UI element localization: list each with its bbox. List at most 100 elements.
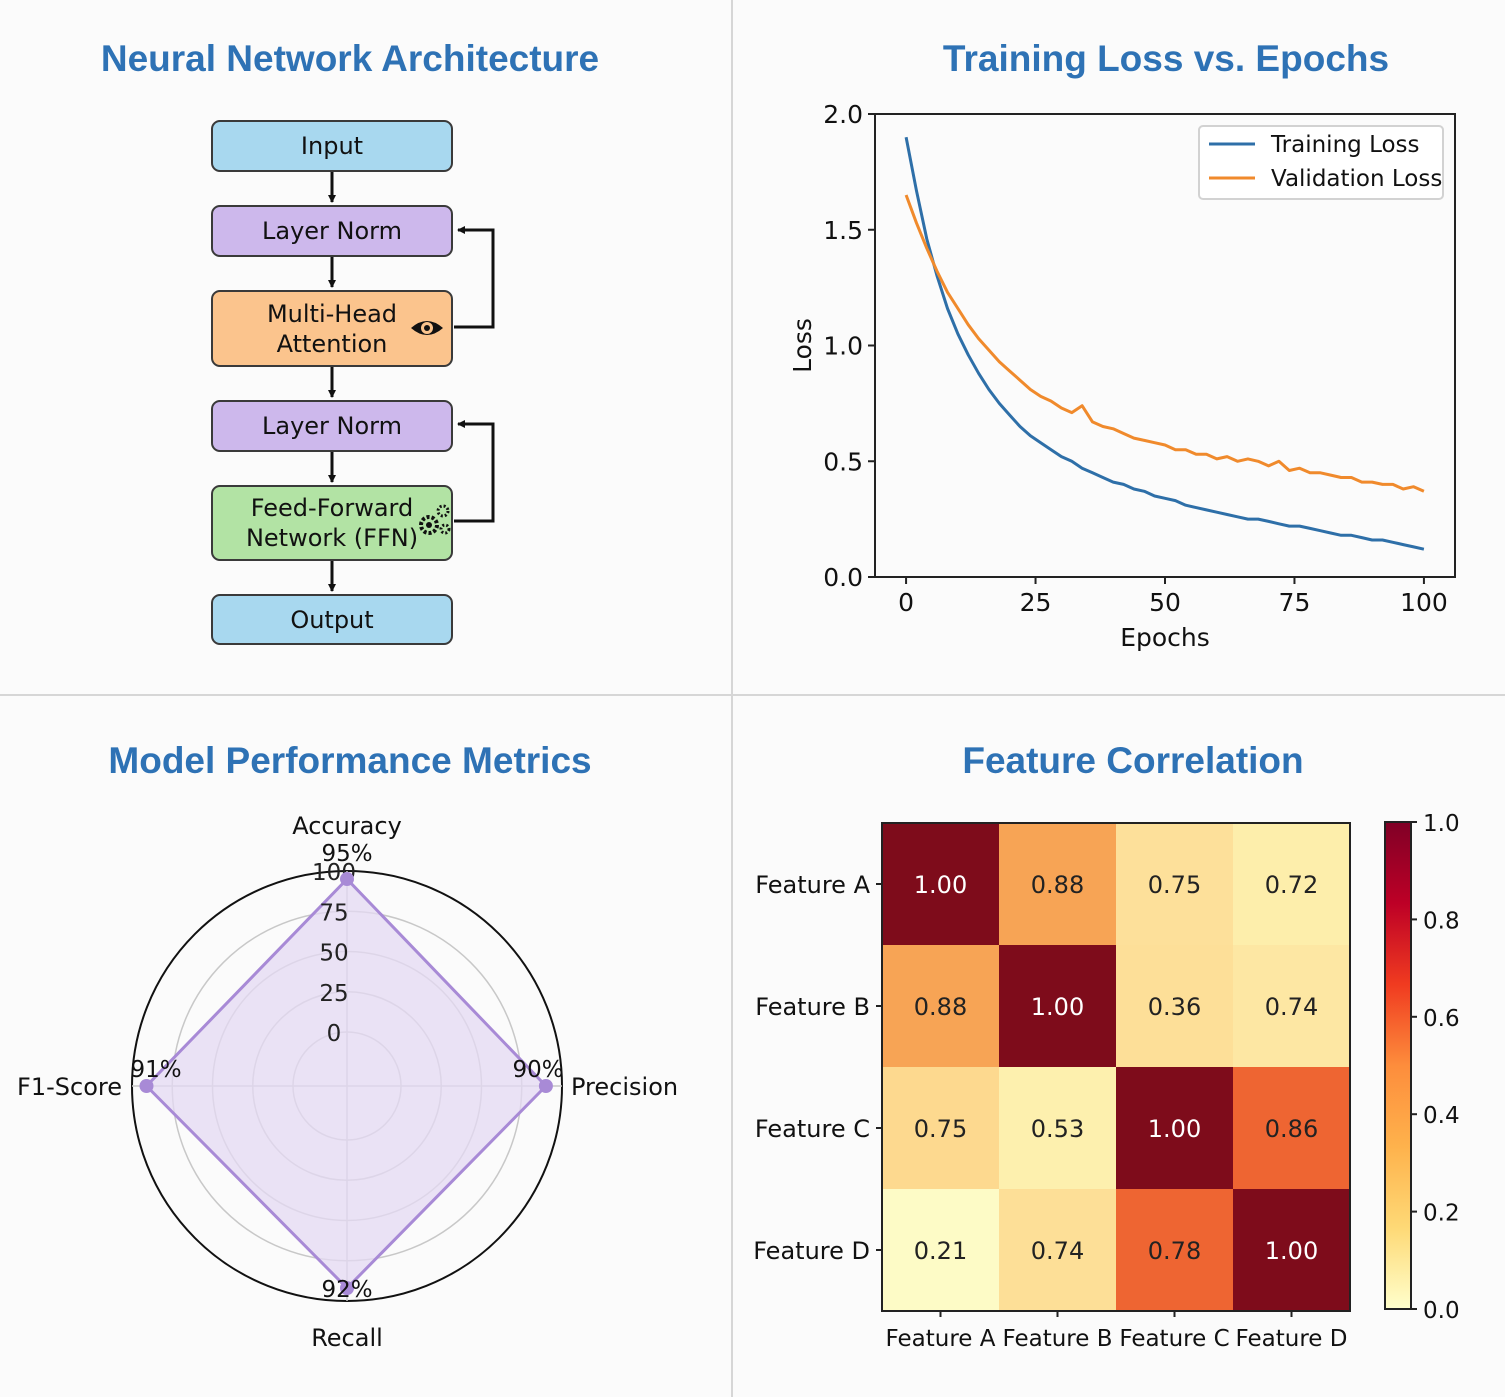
heatmap-cell-feature-c-feature-b: [999, 1067, 1116, 1189]
x-tick-label-4: 100: [1400, 588, 1448, 617]
architecture-connectors: [328, 172, 495, 592]
y-tick-label-1: 0.5: [823, 447, 863, 476]
correlation-chart-title: Feature Correlation: [962, 740, 1304, 781]
x-tick-label-1: 25: [1020, 588, 1052, 617]
heatmap-value-feature-c-feature-b: 0.53: [1031, 1115, 1084, 1143]
layer-norm-block-2: Layer Norm: [211, 400, 453, 452]
radar-point-accuracy: [340, 872, 354, 887]
heatmap-cell-feature-c-feature-a: [882, 1067, 999, 1189]
heatmap-value-feature-d-feature-c: 0.78: [1148, 1237, 1201, 1265]
heatmap-value-feature-d-feature-b: 0.74: [1031, 1237, 1084, 1265]
layer-norm-block-1: Layer Norm: [211, 205, 453, 257]
colorbar-tick-label-2: 0.4: [1423, 1103, 1460, 1129]
legend-label-training-loss: Training Loss: [1270, 132, 1420, 158]
residual-connection-2: [454, 420, 495, 523]
radar-tick-label-50: 50: [319, 941, 348, 967]
metrics-radar-chart: 0255075100Accuracy95%Precision90%Recall9…: [17, 812, 678, 1352]
heatmap-value-feature-c-feature-c: 1.00: [1148, 1115, 1201, 1143]
x-tick-label-2: 50: [1149, 588, 1181, 617]
heatmap-cell-feature-b-feature-b: [999, 945, 1116, 1067]
heatmap-value-feature-a-feature-c: 0.75: [1148, 871, 1201, 899]
radar-axis-label-f1-score: F1-Score: [17, 1073, 122, 1101]
heatmap-cell-feature-d-feature-c: [1116, 1189, 1233, 1311]
radar-axis-label-precision: Precision: [571, 1073, 678, 1101]
colorbar-tick-label-1: 0.2: [1423, 1201, 1460, 1227]
radar-value-label-precision: 90%: [512, 1057, 563, 1083]
heatmap-value-feature-b-feature-b: 1.00: [1031, 993, 1084, 1021]
column-label-feature-c: Feature C: [1119, 1326, 1229, 1352]
attention-block: Multi-Head Attention: [211, 290, 453, 367]
heatmap-cell-feature-a-feature-c: [1116, 823, 1233, 945]
row-label-feature-c: Feature C: [755, 1115, 870, 1143]
row-label-feature-a: Feature A: [755, 871, 870, 899]
gears-icon: [419, 504, 451, 535]
radar-axis-label-accuracy: Accuracy: [292, 812, 402, 840]
heatmap-cell-feature-b-feature-a: [882, 945, 999, 1067]
row-label-feature-b: Feature B: [755, 993, 870, 1021]
vertical-divider: [731, 0, 733, 1397]
horizontal-divider: [0, 694, 1505, 696]
heatmap-cell-feature-c-feature-d: [1233, 1067, 1350, 1189]
output-block: Output: [211, 594, 453, 645]
radar-axis-label-recall: Recall: [311, 1324, 383, 1352]
radar-tick-label-0: 0: [327, 1021, 342, 1047]
heatmap-frame: [881, 822, 1351, 1312]
heatmap-cell-feature-d-feature-a: [882, 1189, 999, 1311]
radar-tick-label-25: 25: [319, 981, 348, 1007]
residual-connection-1: [454, 226, 495, 329]
heatmap-cell-feature-b-feature-c: [1116, 945, 1233, 1067]
radar-tick-label-75: 75: [319, 900, 348, 926]
layer-norm-label-2: Layer Norm: [261, 412, 402, 440]
column-label-feature-b: Feature B: [1002, 1326, 1112, 1352]
radar-value-label-accuracy: 95%: [321, 841, 372, 867]
heatmap-cell-feature-b-feature-d: [1233, 945, 1350, 1067]
colorbar-tick-label-3: 0.6: [1423, 1006, 1460, 1032]
architecture-title: Neural Network Architecture: [100, 38, 600, 79]
legend-box: [1198, 125, 1444, 200]
input-block-label: Input: [300, 132, 364, 160]
x-tick-label-0: 0: [898, 588, 914, 617]
ffn-block: Feed-Forward Network (FFN): [211, 485, 453, 561]
heatmap-value-feature-b-feature-d: 0.74: [1265, 993, 1318, 1021]
heatmap-value-feature-a-feature-a: 1.00: [914, 871, 967, 899]
heatmap-cell-feature-a-feature-a: [882, 823, 999, 945]
output-block-label: Output: [290, 605, 374, 634]
heatmap-cell-feature-a-feature-b: [999, 823, 1116, 945]
colorbar-tick-label-4: 0.8: [1423, 908, 1460, 934]
eye-icon: [411, 321, 443, 335]
heatmap-value-feature-c-feature-d: 0.86: [1265, 1115, 1318, 1143]
heatmap-value-feature-b-feature-a: 0.88: [914, 993, 967, 1021]
colorbar: [1384, 821, 1412, 1310]
colorbar-tick-label-5: 1.0: [1423, 811, 1460, 837]
heatmap-value-feature-d-feature-d: 1.00: [1265, 1237, 1318, 1265]
y-tick-label-4: 2.0: [823, 100, 863, 129]
row-label-feature-d: Feature D: [753, 1237, 870, 1265]
y-tick-label-2: 1.0: [823, 332, 863, 361]
attention-block-label: Multi-Head Attention: [266, 299, 398, 358]
heatmap-cell-feature-d-feature-d: [1233, 1189, 1350, 1311]
x-axis-label: Epochs: [1120, 623, 1210, 652]
x-tick-label-3: 75: [1279, 588, 1311, 617]
heatmap-value-feature-a-feature-d: 0.72: [1265, 871, 1318, 899]
loss-chart-title: Training Loss vs. Epochs: [942, 38, 1390, 79]
y-axis-label: Loss: [788, 318, 817, 373]
radar-point-recall: [340, 1281, 354, 1296]
correlation-heatmap: 1.00 0.88 0.75 0.72 0.88 1.00 0.36 0.74 0.75 0.53…: [753, 811, 1460, 1352]
series-line-training-loss: [904, 136, 1425, 551]
column-label-feature-d: Feature D: [1236, 1326, 1348, 1352]
radar-value-label-f1-score: 91%: [130, 1057, 181, 1083]
y-tick-label-0: 0.0: [823, 563, 863, 592]
radar-value-label-recall: 92%: [321, 1277, 372, 1303]
legend-label-validation-loss: Validation Loss: [1271, 166, 1442, 192]
heatmap-value-feature-c-feature-a: 0.75: [914, 1115, 967, 1143]
y-tick-label-3: 1.5: [823, 216, 863, 245]
ffn-block-label: Feed-Forward Network (FFN): [245, 494, 419, 552]
radar-point-f1-score: [139, 1079, 154, 1093]
heatmap-value-feature-a-feature-b: 0.88: [1031, 871, 1084, 899]
heatmap-value-feature-b-feature-c: 0.36: [1148, 993, 1201, 1021]
series-line-validation-loss: [904, 194, 1425, 493]
colorbar-tick-label-0: 0.0: [1423, 1298, 1460, 1324]
heatmap-cell-feature-c-feature-c: [1116, 1067, 1233, 1189]
